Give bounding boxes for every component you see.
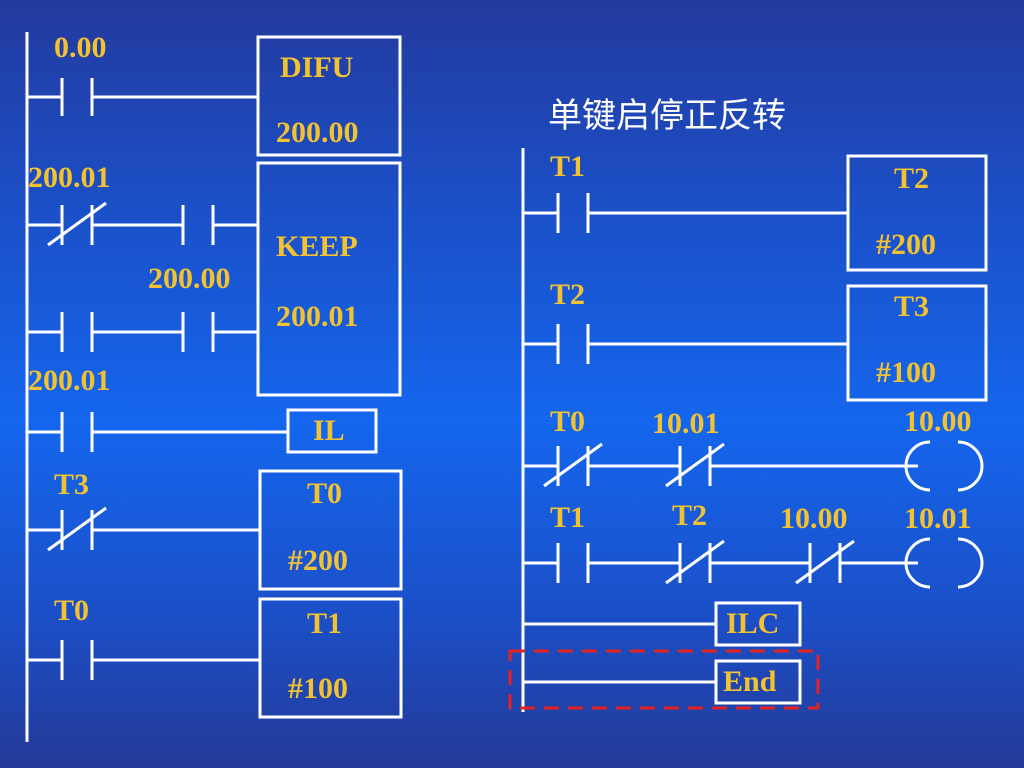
operand-label: 200.01 xyxy=(276,300,359,333)
contact-label: T0 xyxy=(550,405,586,438)
preset-label: #100 xyxy=(876,356,936,389)
end-highlight-box xyxy=(508,649,820,710)
contact-label: T3 xyxy=(54,468,90,501)
left-rung-5 xyxy=(27,597,403,719)
left-rung-2 xyxy=(27,161,402,397)
right-rung-4 xyxy=(523,537,984,589)
contact-label: 200.00 xyxy=(148,262,231,295)
contact-label: 10.01 xyxy=(652,407,720,440)
timer-label: T0 xyxy=(307,477,343,510)
contact-label: 200.01 xyxy=(28,161,111,194)
instruction-label: DIFU xyxy=(280,51,354,84)
contact-label: T1 xyxy=(550,150,586,183)
instruction-label: ILC xyxy=(726,607,780,640)
right-rung-5 xyxy=(523,601,802,647)
timer-label: T1 xyxy=(307,607,343,640)
instruction-label: End xyxy=(723,665,777,698)
contact-label: T0 xyxy=(54,594,90,627)
preset-label: #200 xyxy=(876,228,936,261)
contact-label: T2 xyxy=(550,278,586,311)
timer-label: T3 xyxy=(894,290,930,323)
right-rung-2 xyxy=(523,284,988,402)
preset-label: #100 xyxy=(288,672,348,705)
contact-label: 200.01 xyxy=(28,364,111,397)
left-rung-4 xyxy=(27,469,403,591)
right-rung-1 xyxy=(523,154,988,272)
operand-label: 200.00 xyxy=(276,116,359,149)
left-rung-3 xyxy=(27,408,378,454)
instruction-label: KEEP xyxy=(276,230,358,263)
contact-label: T1 xyxy=(550,501,586,534)
contact-label: T2 xyxy=(672,499,708,532)
slide-title: 单键启停正反转 xyxy=(548,96,786,136)
coil-label: 10.00 xyxy=(904,405,972,438)
contact-label: 10.00 xyxy=(780,502,848,535)
right-rung-6 xyxy=(523,659,802,705)
preset-label: #200 xyxy=(288,544,348,577)
contact-label: 0.00 xyxy=(54,31,107,64)
right-rung-3 xyxy=(523,440,984,492)
left-rung-1 xyxy=(27,35,402,157)
instruction-label: IL xyxy=(313,414,345,447)
timer-label: T2 xyxy=(894,162,930,195)
coil-label: 10.01 xyxy=(904,502,972,535)
left-rung-2b xyxy=(27,312,258,352)
